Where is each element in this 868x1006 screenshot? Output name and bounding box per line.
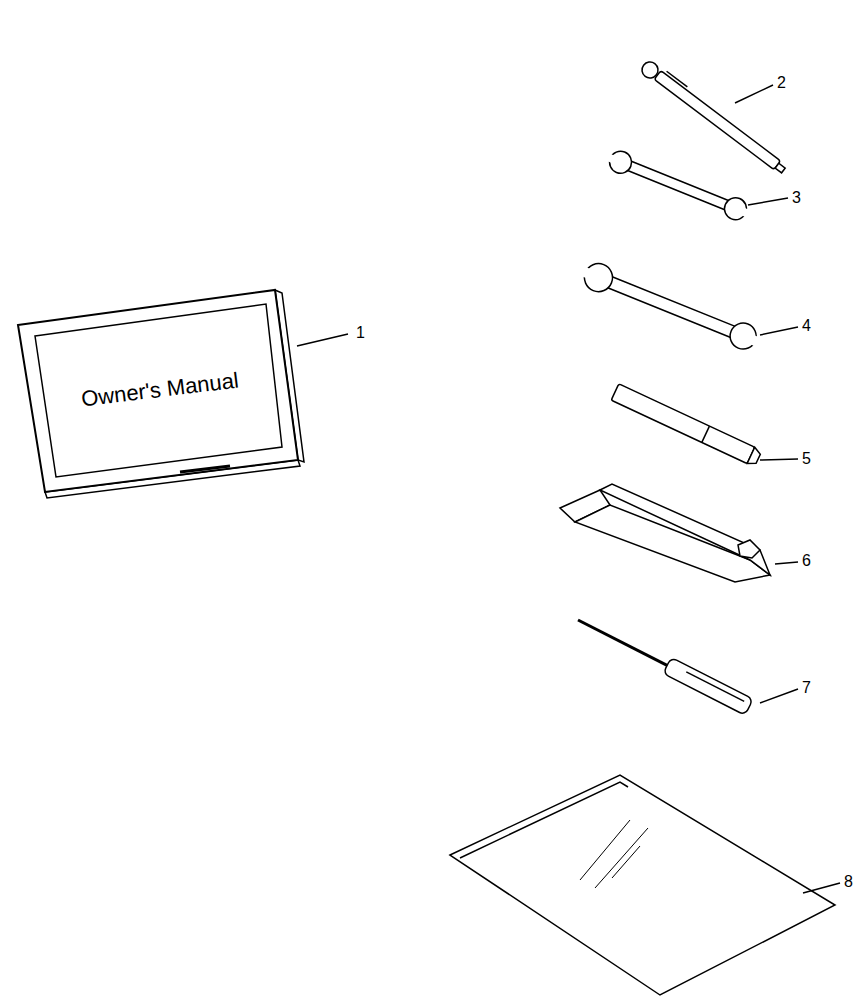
callout-number: 6 xyxy=(802,553,811,569)
callout-number: 8 xyxy=(844,874,853,890)
wrench-body xyxy=(621,158,734,211)
wrench-head xyxy=(721,194,750,223)
screwdriver-handle xyxy=(663,657,753,715)
socket-ring xyxy=(702,426,710,442)
wrench-jaw xyxy=(582,267,598,281)
leader-line xyxy=(803,883,840,893)
callout-number: 7 xyxy=(802,680,811,696)
screwdriver-shaft xyxy=(578,620,667,665)
leader-line xyxy=(735,85,773,103)
wrench-head xyxy=(580,259,616,295)
leader-line xyxy=(760,327,798,335)
leader-line xyxy=(760,459,798,460)
bag-reflection xyxy=(595,828,648,888)
leader-line xyxy=(760,689,798,703)
tool-tip xyxy=(775,163,785,173)
manual-drawing xyxy=(18,290,304,498)
callout-number: 4 xyxy=(802,318,811,334)
manual-inner-frame xyxy=(35,304,282,477)
bag-reflection xyxy=(580,820,630,880)
wrench-drawing xyxy=(578,259,763,355)
screwdriver-groove xyxy=(686,672,744,702)
leader-line xyxy=(775,562,798,564)
tool-clip xyxy=(667,71,688,87)
bag-drawing xyxy=(450,775,835,995)
leader-line xyxy=(297,334,348,346)
callout-number: 1 xyxy=(356,325,365,341)
tool-handle-drawing xyxy=(639,58,789,177)
socket-hex xyxy=(747,447,762,467)
tool-body xyxy=(654,71,780,170)
callout-number: 2 xyxy=(777,75,786,91)
manual-edge-mark xyxy=(180,466,230,472)
manual-cover xyxy=(18,290,298,492)
wrench-drawing xyxy=(604,147,751,224)
socket-drawing xyxy=(611,384,762,467)
wrench-head xyxy=(726,319,760,353)
wrench-jaw xyxy=(744,333,760,347)
wrench-jaw xyxy=(607,154,619,165)
bag-seal xyxy=(460,782,628,858)
screwdriver-drawing xyxy=(574,612,753,715)
socket-tube xyxy=(611,384,755,464)
bag-reflection xyxy=(612,846,640,878)
bag-outline xyxy=(450,775,835,995)
wrench-jaw xyxy=(737,206,749,217)
wrench-head xyxy=(606,148,635,177)
holder-drawing xyxy=(560,484,770,582)
callout-number: 3 xyxy=(792,190,801,206)
callout-number: 5 xyxy=(802,451,811,467)
leader-line xyxy=(748,198,788,205)
holder-hex xyxy=(738,540,760,558)
wrench-body xyxy=(598,273,742,340)
holder-wall xyxy=(600,484,770,575)
